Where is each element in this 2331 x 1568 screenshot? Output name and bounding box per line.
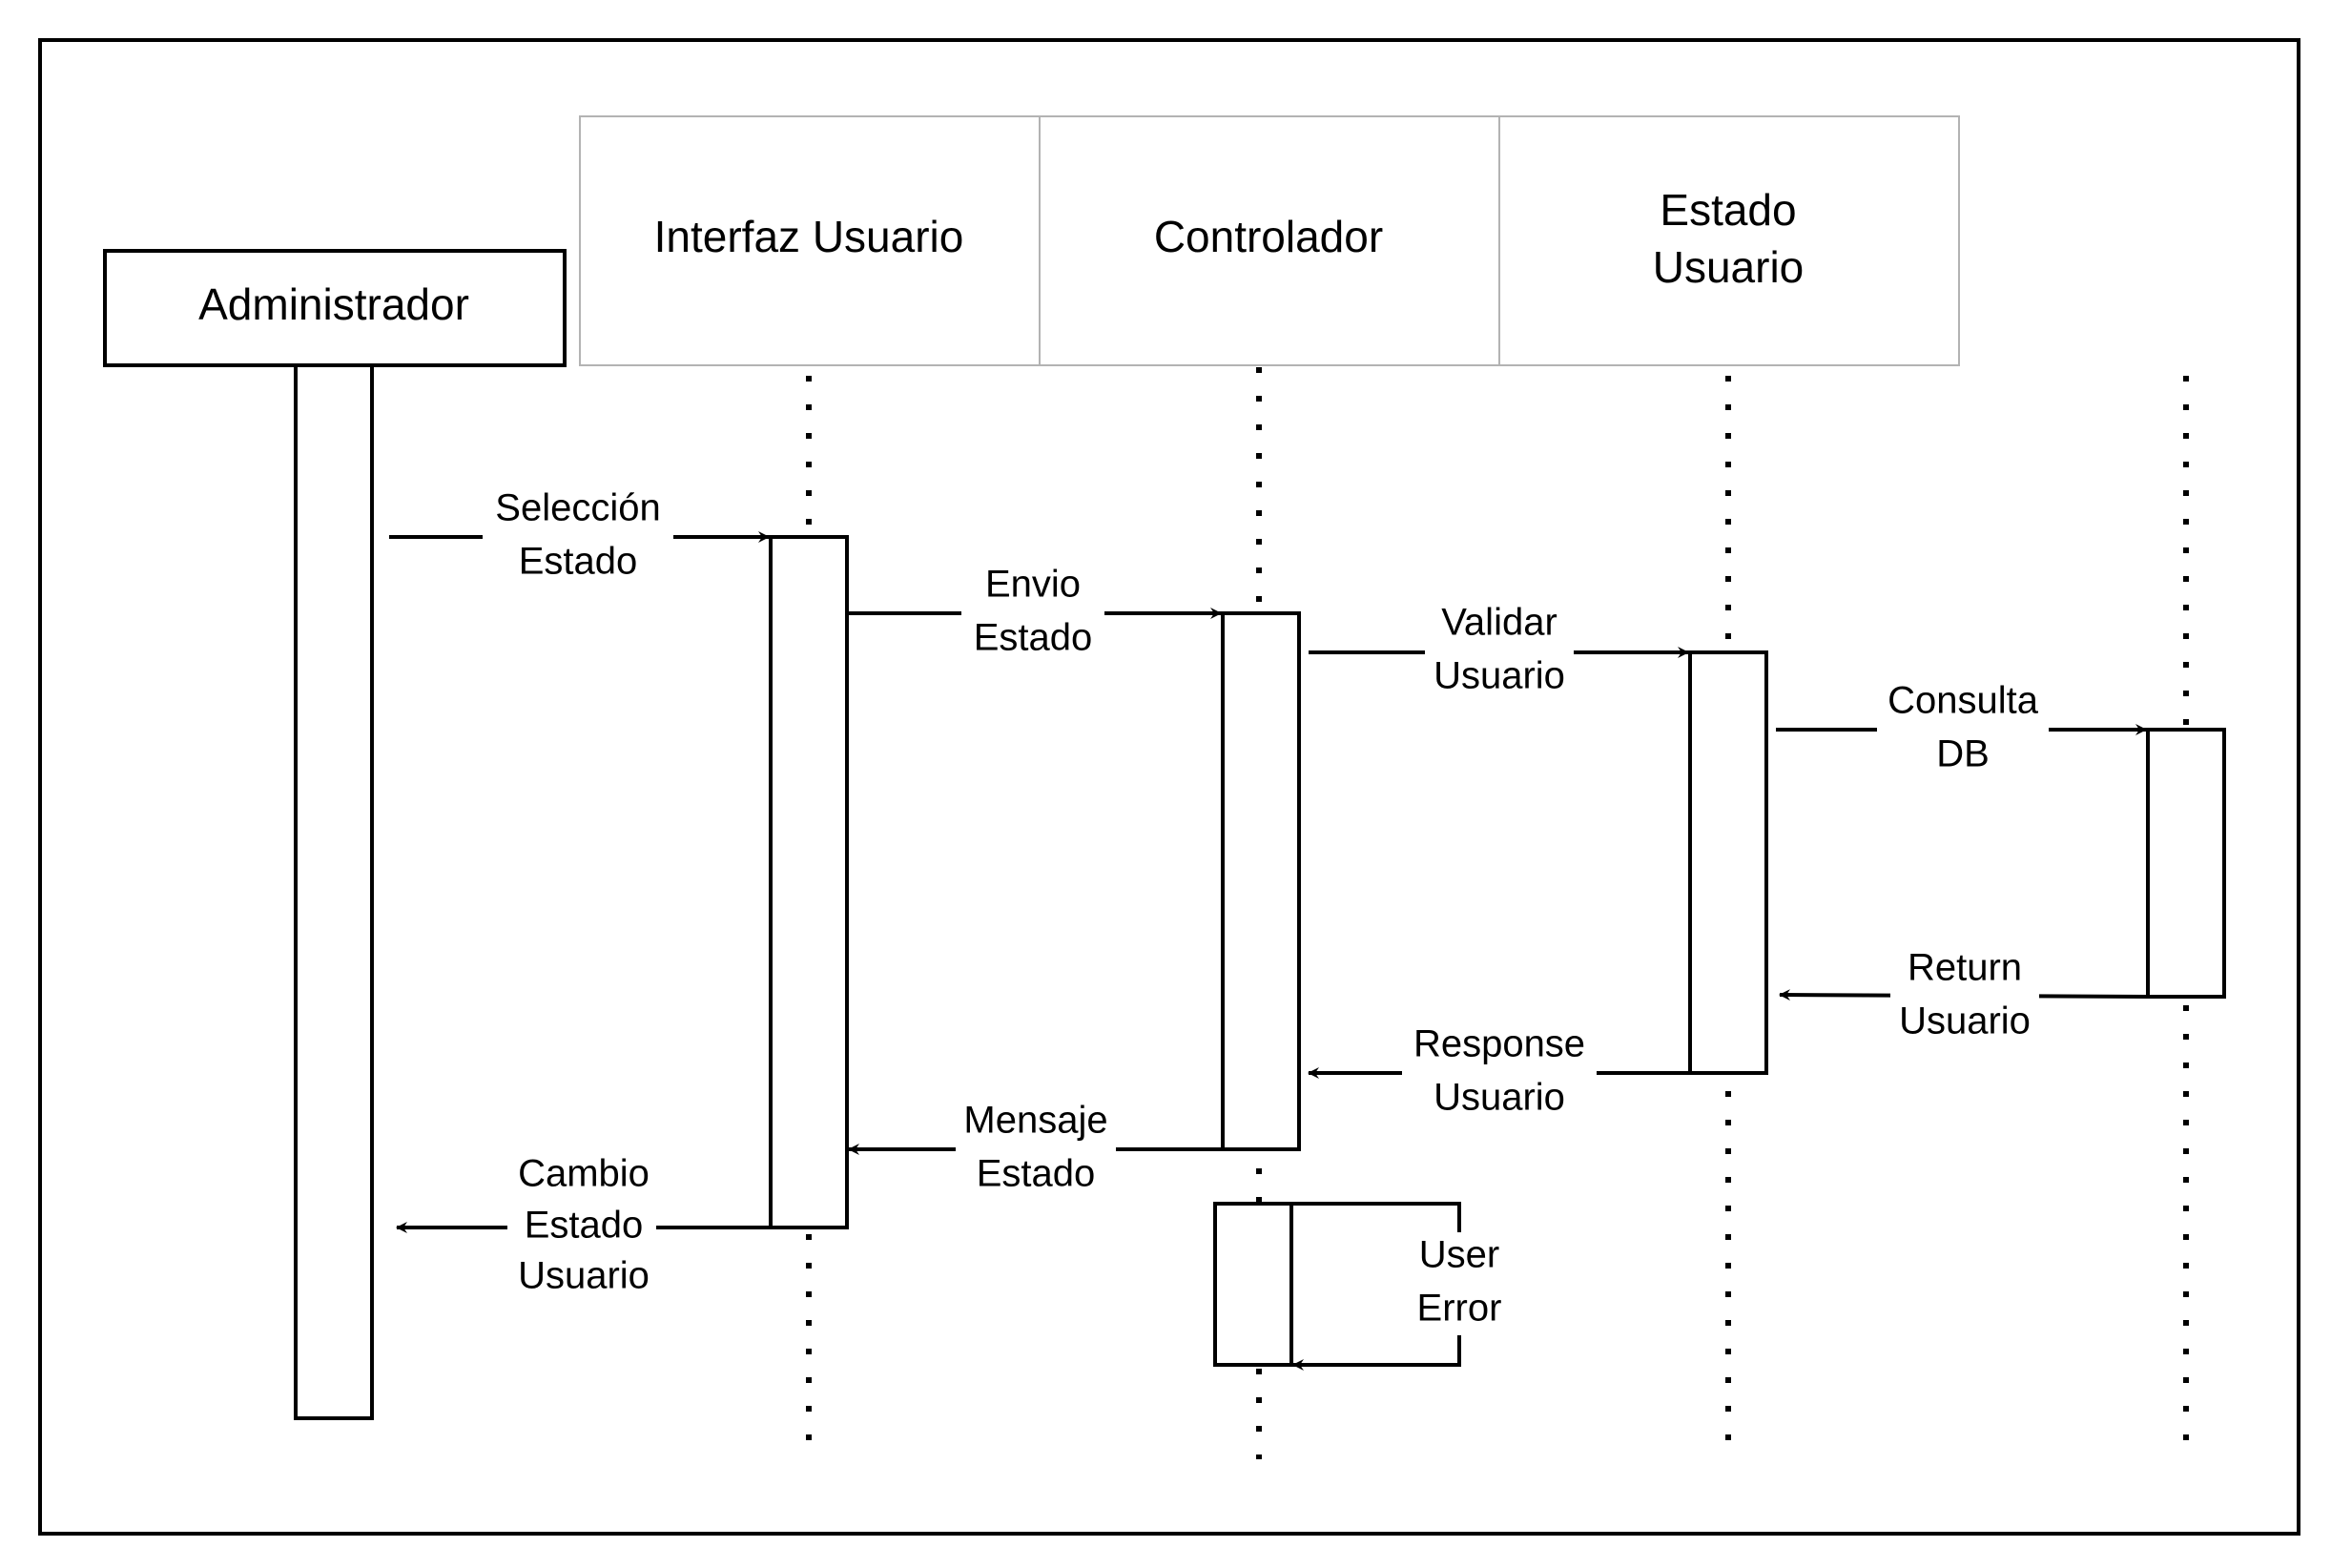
message-label: Validar bbox=[1441, 602, 1557, 644]
diagram-frame bbox=[38, 38, 2300, 1536]
participant-interfaz-usuario bbox=[579, 115, 1041, 366]
participant-headers: Interfaz Usuario Controlador Estado Usua… bbox=[579, 115, 1960, 366]
message-label: Error bbox=[1417, 1288, 1502, 1330]
message-label: Envio bbox=[985, 564, 1081, 606]
message-label: Return bbox=[1908, 947, 2022, 989]
participant-label: Administrador bbox=[198, 279, 469, 329]
message-label: Estado bbox=[525, 1205, 644, 1247]
participant-estado-usuario bbox=[1498, 115, 1960, 366]
message-label: Estado bbox=[974, 617, 1093, 659]
participant-label: Estado bbox=[1660, 185, 1796, 235]
activation-administrador bbox=[294, 363, 374, 1420]
message-label: DB bbox=[1936, 733, 1990, 775]
participant-label: Interfaz Usuario bbox=[654, 212, 964, 261]
message-label: Estado bbox=[977, 1153, 1096, 1195]
activation-estado-usuario bbox=[1688, 650, 1768, 1075]
activation-interfaz-usuario bbox=[769, 535, 849, 1229]
participant-label: Usuario bbox=[1653, 242, 1805, 292]
activation-db bbox=[2146, 728, 2226, 999]
message-label: Response bbox=[1413, 1023, 1585, 1065]
message-label: Usuario bbox=[1434, 1077, 1565, 1119]
message-label: Consulta bbox=[1887, 680, 2039, 722]
message-label: Usuario bbox=[1899, 1001, 2031, 1042]
activation-bars bbox=[294, 363, 2226, 1420]
message-label: Estado bbox=[519, 541, 638, 583]
activation-controlador bbox=[1221, 611, 1301, 1151]
message-label: User bbox=[1419, 1234, 1499, 1276]
message-label: Selección bbox=[495, 487, 660, 529]
message-labels: Selección Estado Envio Estado Validar Us… bbox=[483, 485, 2049, 1335]
message-label: Usuario bbox=[518, 1255, 650, 1297]
participant-administrador: Administrador bbox=[103, 249, 567, 367]
message-label: Cambio bbox=[518, 1153, 650, 1195]
participant-label: Controlador bbox=[1154, 212, 1383, 261]
activation-self-call bbox=[1213, 1202, 1293, 1367]
message-label: Usuario bbox=[1434, 655, 1565, 697]
message-label: Mensaje bbox=[963, 1100, 1107, 1142]
